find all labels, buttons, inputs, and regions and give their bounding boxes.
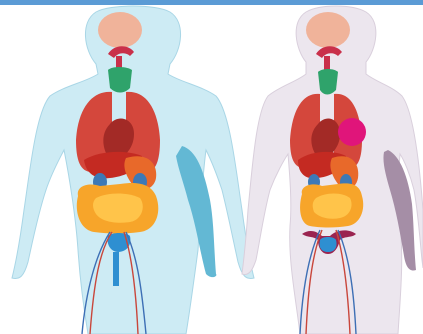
female-small-intestine (313, 194, 352, 219)
male-thyroid (108, 67, 132, 93)
female-brain (306, 12, 350, 48)
male-figure (12, 6, 254, 334)
female-bladder (319, 237, 336, 252)
female-breast (338, 118, 366, 146)
top-band (0, 0, 423, 5)
female-figure (242, 6, 423, 334)
male-urethra (113, 252, 119, 286)
female-thyroid (318, 69, 338, 95)
male-brain (98, 12, 142, 48)
